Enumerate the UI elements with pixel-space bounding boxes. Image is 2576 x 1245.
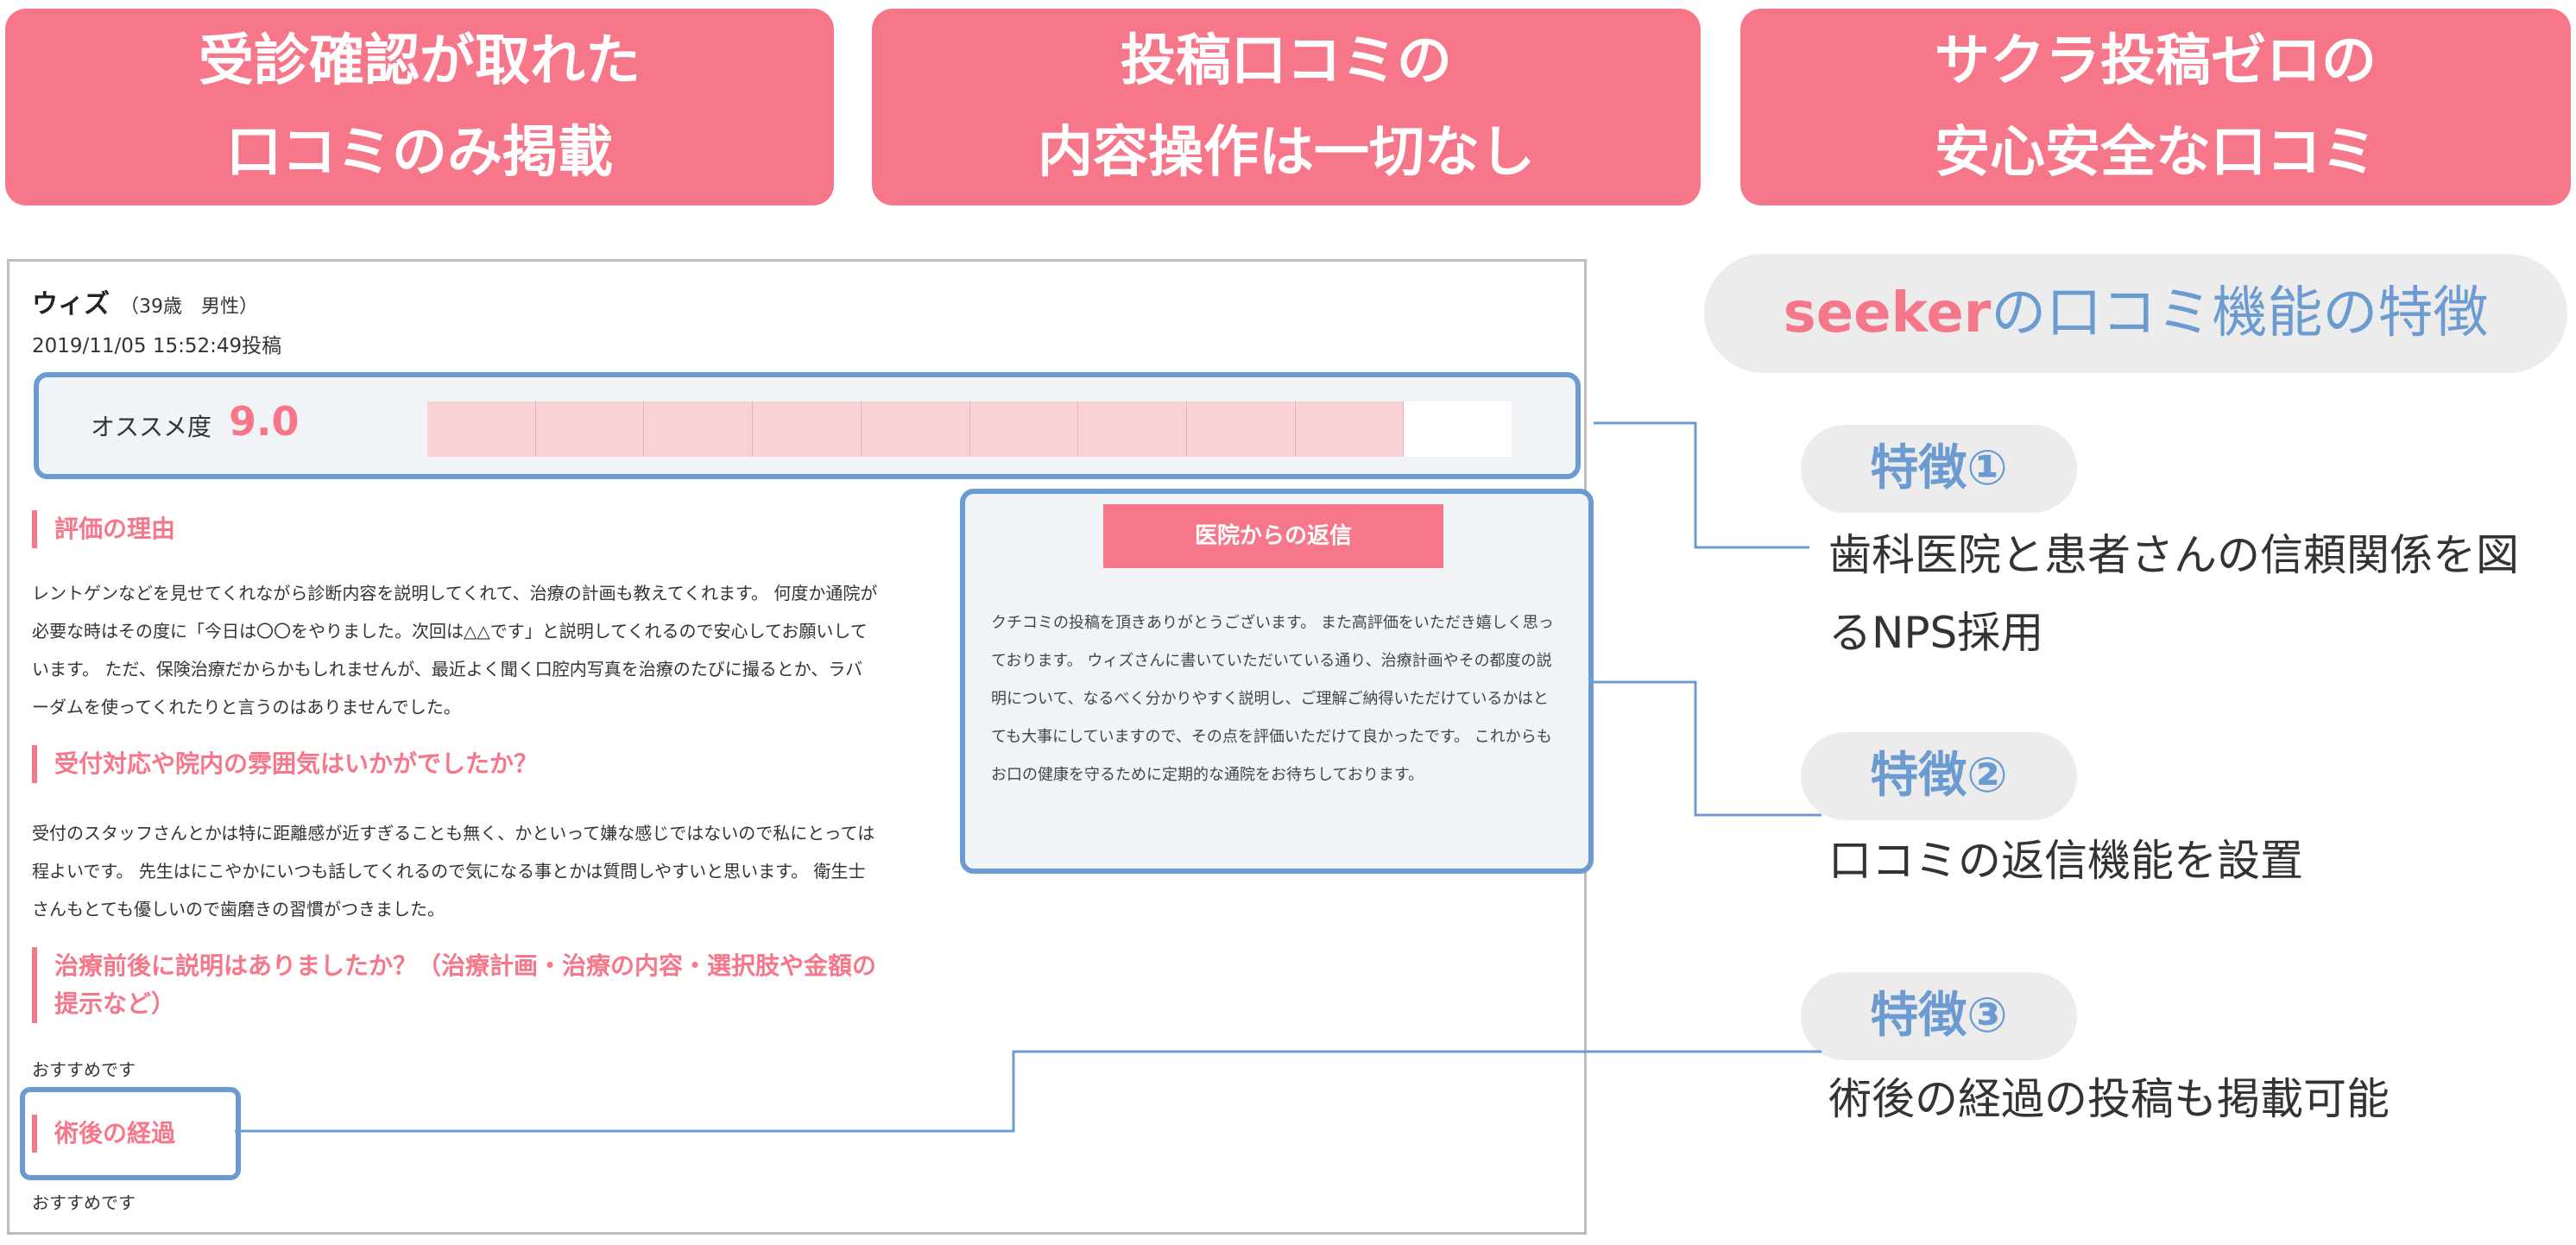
recommend-bar [427, 401, 1512, 457]
feature-desc-3: 術後の経過の投稿も掲載可能 [1828, 1074, 2390, 1124]
recommend-score: 9.0 [229, 398, 300, 445]
reviewer-meta: （39歳 男性） [120, 296, 258, 318]
recommend-label: オススメ度 [91, 413, 212, 441]
recommend-segment-filled [535, 401, 645, 457]
section-heading-explanation: 治療前後に説明はありましたか？（治療計画・治療の内容・選択肢や金額の提示など） [32, 947, 895, 1023]
features-title: seekerの口コミ機能の特徴 [1704, 254, 2567, 373]
section-body-reason: レントゲンなどを見せてくれながら診断内容を説明してくれて、治療の計画も教えてくれ… [32, 583, 878, 717]
reviewer-name: ウィズ （39歳 男性） [32, 282, 258, 320]
feature-desc-1: 歯科医院と患者さんの信頼関係を図るNPS採用 [1828, 530, 2519, 658]
banner-line: 内容操作は一切なし [1038, 121, 1535, 185]
section-body-postop: おすすめです [32, 1192, 136, 1213]
recommend-segment-filled [753, 401, 862, 457]
connector-line-1 [1594, 421, 1809, 549]
banner-line: サクラ投稿ゼロの [1935, 29, 2377, 93]
reviewer-name-text: ウィズ [32, 289, 110, 319]
section-heading-postop: 術後の経過 [32, 1115, 175, 1153]
recommend-segment-filled [427, 401, 536, 457]
features-title-brand: seeker [1783, 281, 1992, 345]
section-body-explanation: おすすめです [32, 1059, 136, 1080]
recommend-segment-filled [1186, 401, 1296, 457]
recommend-segment-filled [861, 401, 970, 457]
recommend-segment-filled [644, 401, 754, 457]
banner-verified-reviews: 受診確認が取れた 口コミのみ掲載 [5, 9, 834, 205]
recommend-segment-filled [969, 401, 1079, 457]
feature-label-1: 特徴① [1801, 425, 2077, 513]
connector-line-3 [235, 1050, 1822, 1133]
section-heading-reason: 評価の理由 [32, 510, 175, 548]
recommend-box: オススメ度 9.0 [34, 372, 1581, 479]
feature-label-3: 特徴③ [1801, 972, 2077, 1060]
recommend-segment-empty [1404, 401, 1512, 457]
postop-highlight-box [20, 1087, 241, 1180]
banner-no-fake-posts: サクラ投稿ゼロの 安心安全な口コミ [1740, 9, 2571, 205]
features-title-rest: の口コミ機能の特徴 [1991, 281, 2489, 345]
section-heading-atmosphere: 受付対応や院内の雰囲気はいかがでしたか？ [32, 745, 538, 783]
recommend-segment-filled [1295, 401, 1405, 457]
clinic-reply-body: クチコミの投稿を頂きありがとうございます。 また高評価をいただき嬉しく思っており… [991, 614, 1554, 784]
connector-line-2 [1594, 680, 1822, 817]
feature-desc-2: 口コミの返信機能を設置 [1828, 836, 2303, 886]
clinic-reply-box: 医院からの返信 クチコミの投稿を頂きありがとうございます。 また高評価をいただき… [960, 489, 1594, 874]
recommend-segment-filled [1078, 401, 1187, 457]
clinic-reply-title: 医院からの返信 [1103, 504, 1443, 568]
post-date: 2019/11/05 15:52:49投稿 [32, 335, 282, 357]
banner-line: 安心安全な口コミ [1935, 121, 2377, 185]
banner-line: 口コミのみ掲載 [226, 121, 613, 185]
banner-line: 投稿口コミの [1121, 29, 1452, 93]
feature-label-2: 特徴② [1801, 732, 2077, 820]
banner-no-manipulation: 投稿口コミの 内容操作は一切なし [872, 9, 1701, 205]
section-body-atmosphere: 受付のスタッフさんとかは特に距離感が近すぎることも無く、かといって嫌な感じではな… [32, 823, 875, 920]
banner-line: 受診確認が取れた [199, 29, 641, 93]
